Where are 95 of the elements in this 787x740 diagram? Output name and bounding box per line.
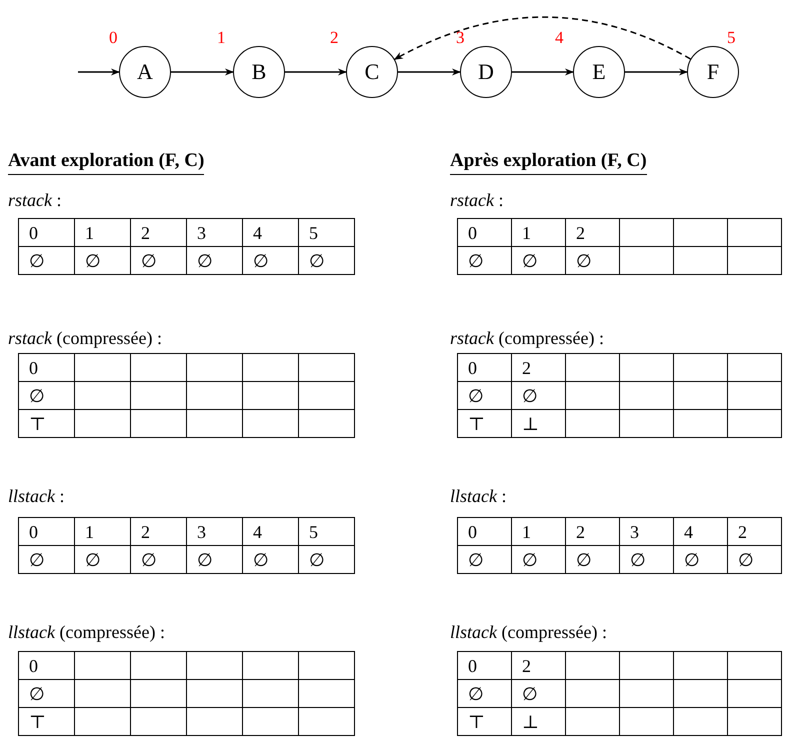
state-circle (460, 46, 512, 98)
table-cell: ∅ (243, 247, 299, 275)
table-cell: 3 (620, 518, 674, 546)
state-circle (573, 46, 625, 98)
table-cell: 2 (728, 518, 782, 546)
table-cell: 4 (243, 518, 299, 546)
table-cell: ∅ (75, 247, 131, 275)
table-cell: ∅ (458, 680, 512, 708)
table-cell: 1 (75, 219, 131, 247)
table-caption: llstack (compressée) : (8, 622, 165, 643)
table-cell: ∅ (620, 546, 674, 574)
state-label: A (137, 59, 153, 85)
table-cell: 0 (458, 354, 512, 382)
table-cell: ∅ (566, 546, 620, 574)
state-label: E (592, 59, 606, 85)
table-cell: 1 (512, 219, 566, 247)
table-cell: ∅ (512, 680, 566, 708)
state-label: F (706, 59, 720, 85)
table-cell: ∅ (19, 546, 75, 574)
table-cell: 1 (75, 518, 131, 546)
table-cell: ∅ (75, 546, 131, 574)
state-circle (233, 46, 285, 98)
table-cell: ⊤ (19, 708, 75, 736)
table-cell: ∅ (458, 546, 512, 574)
table-cell: ∅ (674, 546, 728, 574)
table-cell: 4 (243, 219, 299, 247)
table-cell: 2 (512, 652, 566, 680)
table-caption: llstack (compressée) : (450, 622, 607, 643)
section-heading: Après exploration (F, C) (450, 150, 647, 175)
table-cell: ∅ (728, 546, 782, 574)
table-caption: rstack : (450, 190, 504, 211)
table-cell: ⊤ (458, 410, 512, 438)
table-cell: ⊤ (19, 410, 75, 438)
table-caption: llstack : (450, 486, 507, 507)
table-cell: ∅ (187, 546, 243, 574)
index-number: 3 (456, 28, 464, 48)
table-cell: 0 (458, 219, 512, 247)
table-cell: 2 (566, 518, 620, 546)
table-cell: 2 (566, 219, 620, 247)
table-cell: ∅ (512, 382, 566, 410)
table-cell: 0 (458, 518, 512, 546)
dashed-arrow (394, 16, 691, 60)
table-cell: ∅ (512, 247, 566, 275)
table-caption: rstack : (8, 190, 62, 211)
state-label: B (252, 59, 266, 85)
table-cell: ∅ (19, 680, 75, 708)
table-cell: ∅ (566, 247, 620, 275)
arrow (171, 68, 234, 76)
state-label: C (364, 59, 380, 85)
table-cell: 0 (458, 652, 512, 680)
table-cell: 1 (512, 518, 566, 546)
table-cell: 5 (299, 219, 355, 247)
table-cell: ⊥ (512, 410, 566, 438)
table-cell: 0 (19, 652, 75, 680)
state-circle (119, 46, 171, 98)
table-cell: 4 (674, 518, 728, 546)
table-cell: 0 (19, 219, 75, 247)
arrow (512, 68, 574, 76)
table-cell: ∅ (243, 546, 299, 574)
table-cell: 5 (299, 518, 355, 546)
table-cell: 3 (187, 219, 243, 247)
table-cell: 2 (131, 219, 187, 247)
arrow (285, 68, 347, 76)
table-cell: ⊥ (512, 708, 566, 736)
index-number: 4 (555, 28, 564, 48)
state-circle (687, 46, 739, 98)
state-label: D (478, 59, 494, 85)
index-number: 1 (217, 28, 226, 48)
table-cell: ∅ (299, 546, 355, 574)
index-number: 5 (727, 28, 736, 48)
table-cell: ∅ (19, 382, 75, 410)
index-number: 0 (109, 28, 118, 48)
table-cell: ∅ (187, 247, 243, 275)
table-cell: ∅ (512, 546, 566, 574)
table-cell: 2 (131, 518, 187, 546)
table-cell: ∅ (458, 247, 512, 275)
arrow (625, 68, 688, 76)
table-caption: rstack (compressée) : (450, 328, 604, 349)
table-caption: llstack : (8, 486, 65, 507)
table-cell: ∅ (131, 546, 187, 574)
table-cell: ∅ (19, 247, 75, 275)
table-cell: ∅ (299, 247, 355, 275)
arrow (78, 68, 120, 76)
table-cell: ∅ (458, 382, 512, 410)
state-circle (346, 46, 398, 98)
index-number: 2 (330, 28, 338, 48)
table-cell: 2 (512, 354, 566, 382)
table-cell: 3 (187, 518, 243, 546)
section-heading: Avant exploration (F, C) (8, 150, 204, 175)
table-cell: ⊤ (458, 708, 512, 736)
table-cell: 0 (19, 518, 75, 546)
arrow (398, 68, 461, 76)
table-cell: ∅ (131, 247, 187, 275)
table-caption: rstack (compressée) : (8, 328, 162, 349)
table-cell: 0 (19, 354, 75, 382)
